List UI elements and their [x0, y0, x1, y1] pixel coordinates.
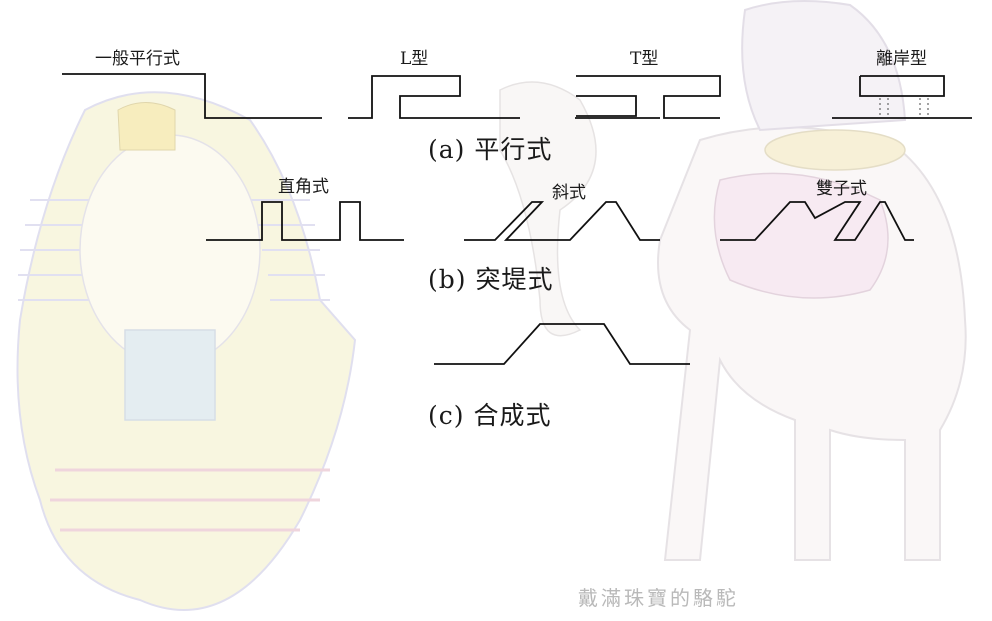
double-label: 雙子式: [816, 179, 867, 199]
composite-shape: [434, 323, 690, 365]
double-shape: [720, 201, 914, 241]
l-type-shape: [348, 75, 520, 119]
l-type-label: L型: [400, 49, 429, 69]
general-parallel-label: 一般平行式: [95, 49, 180, 69]
caption-jetty: (b) 突堤式: [428, 265, 554, 294]
pharaoh-mask-drawing: [16, 91, 357, 611]
offshore-shape: [832, 75, 972, 119]
right-angle-shape: [206, 201, 404, 241]
right-angle-label: 直角式: [278, 177, 329, 197]
caption-composite: (c) 合成式: [428, 401, 552, 430]
oblique-shape: [464, 201, 660, 241]
t-type-shape: [575, 75, 721, 119]
t-type-label: T型: [630, 49, 659, 69]
oblique-label: 斜式: [552, 183, 586, 203]
offshore-label: 離岸型: [876, 49, 927, 69]
general-parallel-shape: [62, 73, 322, 119]
artist-signature: 戴滿珠寶的駱駝: [578, 586, 739, 610]
caption-parallel: (a) 平行式: [428, 135, 553, 164]
decorated-camel-drawing: [499, 0, 967, 561]
